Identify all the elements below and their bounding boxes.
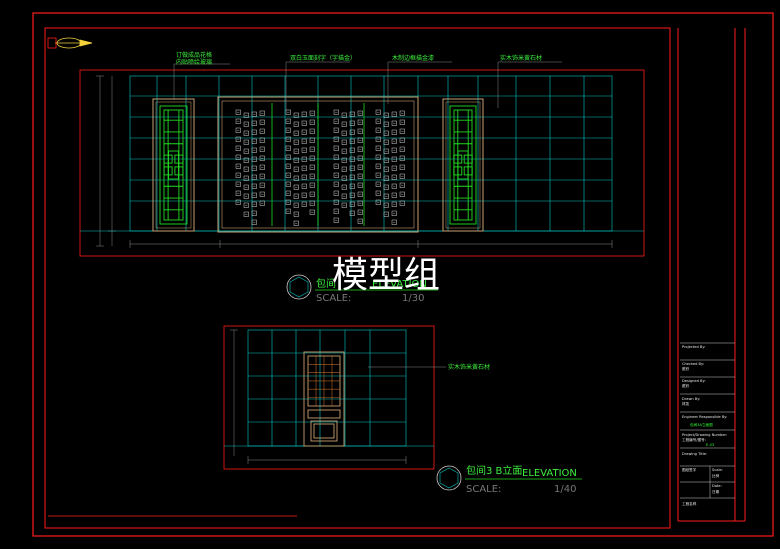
top-title-suffix: ELEVATION [372,279,427,290]
bottom-elevation-title: 包间3 B立面 ELEVATION SCALE: 1/40 [436,464,582,495]
label-frame: 木制边框描金漆 [392,54,434,62]
label-stone-top: 实木饰米黄石材 [500,54,542,62]
bottom-scale-value: 1/40 [554,484,576,495]
tb-scale-label: Scale: [712,468,723,472]
label-stone-bottom: 实木饰米黄石材 [448,363,490,371]
tb-sign-label: 图纸签字 [682,467,697,472]
lattice-door [303,351,345,447]
label-window-line2: 内贴喷绘玻璃 [176,58,212,66]
top-scale-value: 1/30 [402,293,424,304]
top-dimension-lines [96,75,613,248]
bottom-title-text: 包间3 B立面 [466,464,522,477]
tb-project-number-cn: 工程编号/图号: [682,437,706,442]
tb-drawing-code: E-03 [706,443,714,447]
bottom-dimension-lines [230,329,407,464]
tb-project-number: Project/Drawing Number: [682,433,727,437]
tb-designed-by: Designed By: [682,379,706,383]
top-title-text: 包间 [316,277,336,290]
top-scale-label: SCALE: [316,293,351,304]
tb-scale-cn: 比例 [712,473,720,478]
bottom-elevation: 实木饰米黄石材 [223,325,490,470]
tb-drawing-name: 包间3A立面图 [690,422,713,427]
calligraphy-text-columns [235,109,405,226]
top-leader-lines [173,61,562,110]
calligraphy-panel [217,96,419,233]
north-arrow-icon [47,37,93,49]
left-lattice-window [152,98,195,232]
label-calligraphy: 双白玉面刻字（字描金） [290,54,356,62]
title-marker-icon [436,465,462,491]
tb-engineer: Engineer Responsible By: [682,415,727,419]
watermark-text: 模型组 [332,255,440,296]
tb-drawing-title: Drawing Title: [682,452,707,456]
tb-drawn-by: Drawn By: [682,397,700,401]
tb-checked-by: Checked By: [682,362,704,366]
title-marker-icon [286,274,312,300]
bottom-elevation-frame [223,325,435,470]
bottom-title-suffix: ELEVATION [522,468,577,479]
tb-checked-name: 翟欣 [682,366,690,371]
bottom-stone-grid [224,329,434,447]
bottom-scale-label: SCALE: [466,484,501,495]
tb-date-label: Date: [712,484,722,488]
tb-designed-name: 翟欣 [682,383,690,388]
top-elevation-frame [79,69,645,257]
tb-date-cn: 日期 [712,489,720,494]
top-elevation: 订做成品花格 内贴喷绘玻璃 双白玉面刻字（字描金） 木制边框描金漆 实木饰米黄石… [79,51,645,257]
label-window-line1: 订做成品花格 [176,51,212,59]
right-lattice-window [442,98,484,232]
tb-project-label: 工程名称 [682,501,697,506]
tb-projected-by: Projected By: [682,345,705,349]
title-block: Projected By: Checked By: 翟欣 Designed By… [680,342,735,506]
tb-drawn-name: 林凯 [682,401,690,406]
sheet-border [32,12,774,537]
top-elevation-title: 包间 ELEVATION SCALE: 1/30 [286,274,438,304]
